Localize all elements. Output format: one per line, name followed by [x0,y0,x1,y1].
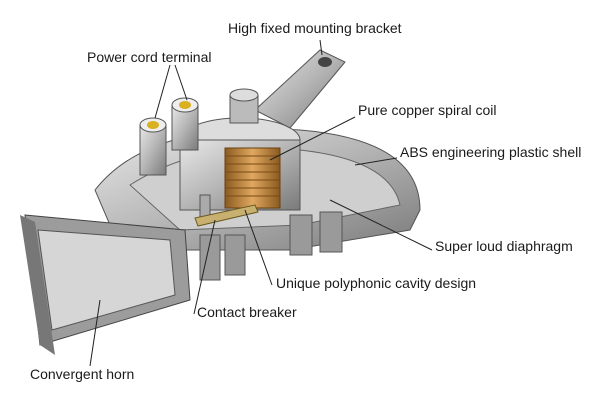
mounting-bracket [229,49,346,129]
label-mounting-bracket: High fixed mounting bracket [228,20,402,36]
convergent-horn [20,214,191,355]
label-cavity-design: Unique polyphonic cavity design [276,275,477,291]
label-diaphragm: Super loud diaphragm [435,238,573,254]
cavity [199,211,343,281]
power-terminals [139,97,199,176]
label-contact-breaker: Contact breaker [197,304,297,320]
label-power-cord-terminal: Power cord terminal [87,49,212,65]
label-convergent-horn: Convergent horn [30,366,135,382]
leader-lines [89,39,433,367]
label-copper-coil: Pure copper spiral coil [358,102,497,118]
contact-breaker [194,194,259,227]
label-plastic-shell: ABS engineering plastic shell [400,144,582,160]
